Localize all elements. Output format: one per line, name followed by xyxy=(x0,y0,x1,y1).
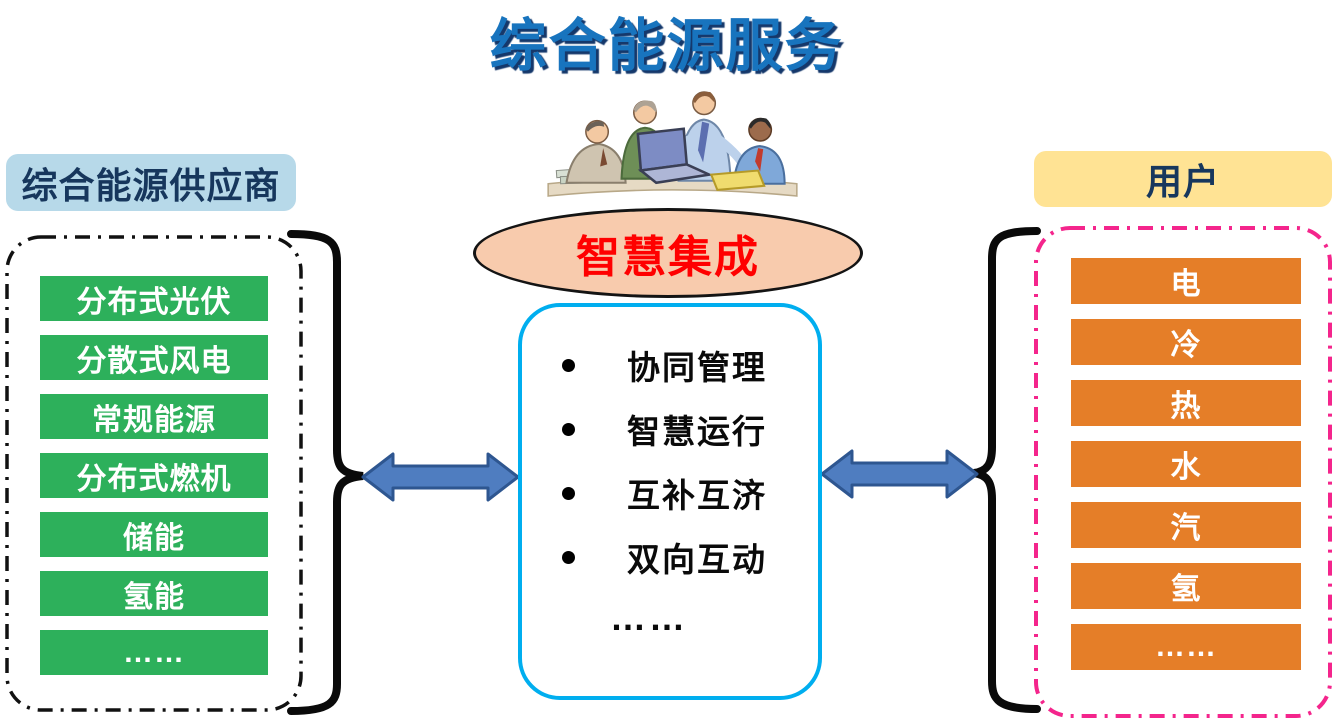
user-item-hydrogen: 氢 xyxy=(1071,563,1301,609)
supplier-item-hydrogen: 氢能 xyxy=(40,571,268,616)
left-curly-brace xyxy=(287,230,364,715)
person-left-tie xyxy=(600,148,608,167)
people-meeting-clipart xyxy=(547,91,798,197)
feature-text: 智慧运行 xyxy=(627,413,767,450)
feature-text: 互补互济 xyxy=(627,477,767,514)
left-double-arrow xyxy=(361,452,520,502)
user-item-list: 电 冷 热 水 汽 氢 …… xyxy=(1071,258,1301,670)
feature-row: 双向互动 xyxy=(522,525,818,589)
feature-row: 协同管理 xyxy=(522,333,818,397)
folder xyxy=(709,169,766,191)
user-header-text: 用户 xyxy=(1145,161,1220,202)
supplier-item-wind: 分散式风电 xyxy=(40,335,268,380)
person-green-hair xyxy=(633,100,657,113)
bullet-dot xyxy=(562,550,575,564)
bullet-dot xyxy=(562,422,575,436)
person-standing-hair xyxy=(692,91,715,104)
user-header-label: 用户 xyxy=(1034,151,1332,207)
supplier-header-text: 综合能源供应商 xyxy=(21,164,281,206)
user-item-electricity: 电 xyxy=(1071,258,1301,304)
person-left-body xyxy=(565,143,627,184)
feature-row: 智慧运行 xyxy=(522,397,818,461)
feature-row: 互补互济 xyxy=(522,461,818,525)
user-item-heating: 热 xyxy=(1071,380,1301,426)
feature-text: 协同管理 xyxy=(627,349,767,386)
feature-text: 双向互动 xyxy=(627,541,767,578)
supplier-item-ellipsis: …… xyxy=(40,630,268,675)
laptop-keyboard xyxy=(637,163,714,185)
feature-ellipsis: …… xyxy=(610,597,688,638)
user-item-ellipsis: …… xyxy=(1071,624,1301,670)
supplier-item-conventional: 常规能源 xyxy=(40,394,268,439)
user-item-water: 水 xyxy=(1071,441,1301,487)
integration-feature-box: 协同管理 智慧运行 互补互济 双向互动 …… xyxy=(518,303,822,700)
supplier-item-pv: 分布式光伏 xyxy=(40,276,268,321)
person-left-hair xyxy=(585,121,605,132)
smart-integration-ellipse: 智慧集成 xyxy=(473,208,863,298)
supplier-header-label: 综合能源供应商 xyxy=(6,154,296,211)
smart-integration-text: 智慧集成 xyxy=(576,233,760,282)
page-title: 综合能源服务 xyxy=(489,14,844,78)
supplier-item-storage: 储能 xyxy=(40,512,268,557)
user-item-steam: 汽 xyxy=(1071,502,1301,548)
supplier-item-gas-turbine: 分布式燃机 xyxy=(40,453,268,498)
user-item-cooling: 冷 xyxy=(1071,319,1301,365)
right-double-arrow xyxy=(820,449,979,499)
supplier-item-list: 分布式光伏 分散式风电 常规能源 分布式燃机 储能 氢能 …… xyxy=(40,276,268,675)
right-curly-brace xyxy=(973,227,1041,713)
person-standing-tie xyxy=(697,121,710,163)
person-right-hair xyxy=(748,117,771,129)
person-right-tie xyxy=(755,148,764,172)
bullet-dot xyxy=(562,358,575,372)
bullet-dot xyxy=(562,486,575,500)
